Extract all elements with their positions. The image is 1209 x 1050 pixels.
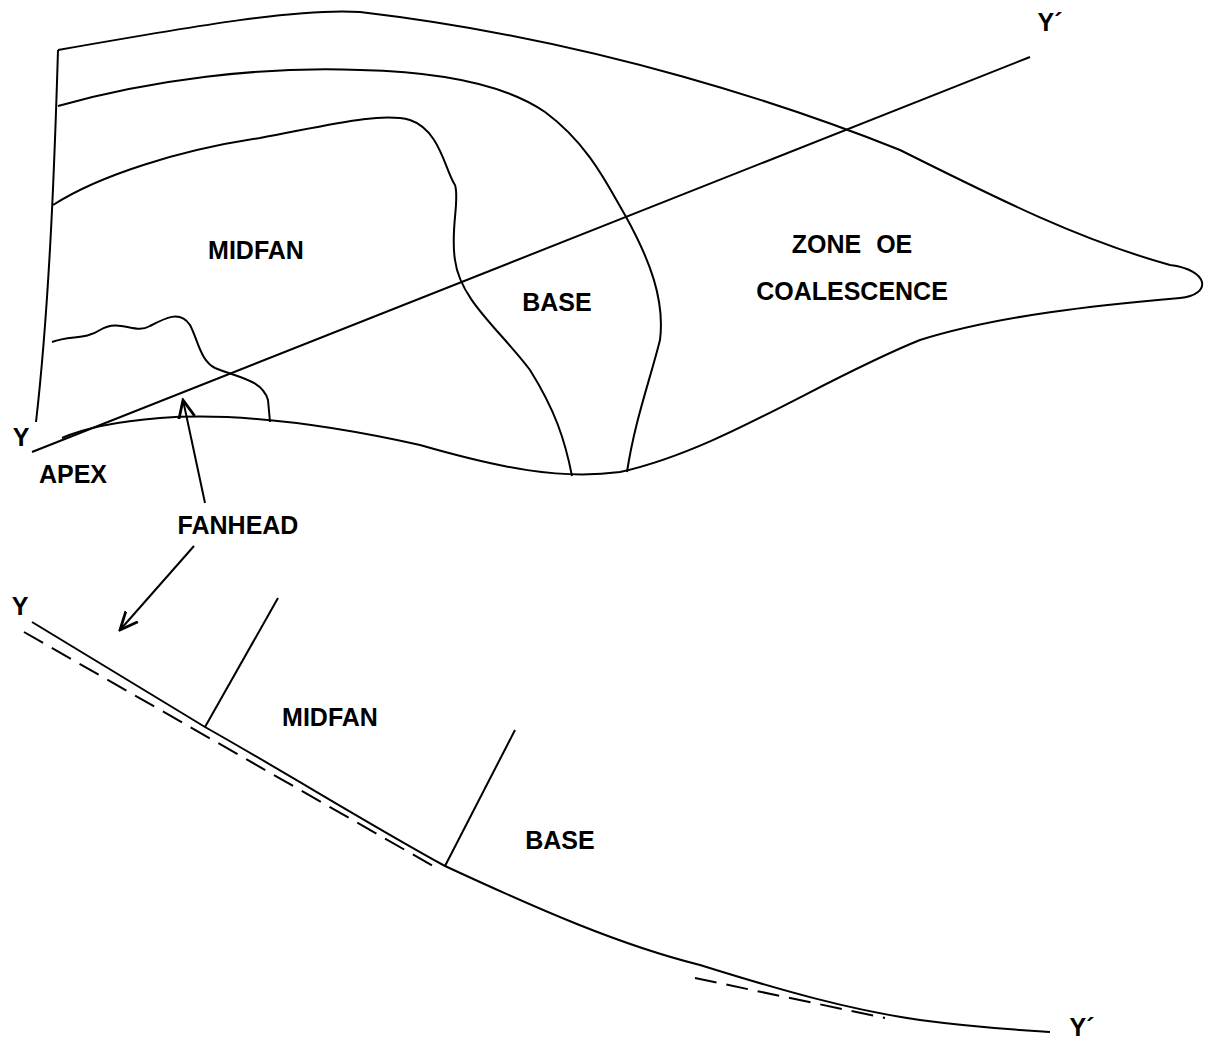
part-label: FANHEAD [178,513,299,538]
section-end-label: Y [12,594,29,619]
section-end-label: Y [13,425,30,450]
profile-segment-tick [445,730,515,866]
fan-outline [58,11,1202,474]
section-end-label: Y´ [1038,10,1063,35]
zone-boundary [58,69,661,472]
part-label: APEX [39,462,107,487]
segment-label: MIDFAN [282,705,378,730]
region-label: MIDFAN [208,238,304,263]
midfan-boundary [53,118,572,476]
profile-segment-tick [205,598,278,727]
fan-left-edge [36,50,58,422]
fanhead-leader [183,400,205,503]
profile-straight-reference [24,632,440,870]
section-end-label: Y´ [1070,1015,1095,1040]
region-label: ZONE OE COALESCENCE [702,221,1002,315]
section-line [32,57,1030,452]
region-label: BASE [522,290,591,315]
segment-label: BASE [525,828,594,853]
profile-line [32,622,1050,1032]
fanhead-boundary [52,317,270,422]
fanhead-leader [120,546,194,630]
profile-straight-reference [695,978,885,1018]
